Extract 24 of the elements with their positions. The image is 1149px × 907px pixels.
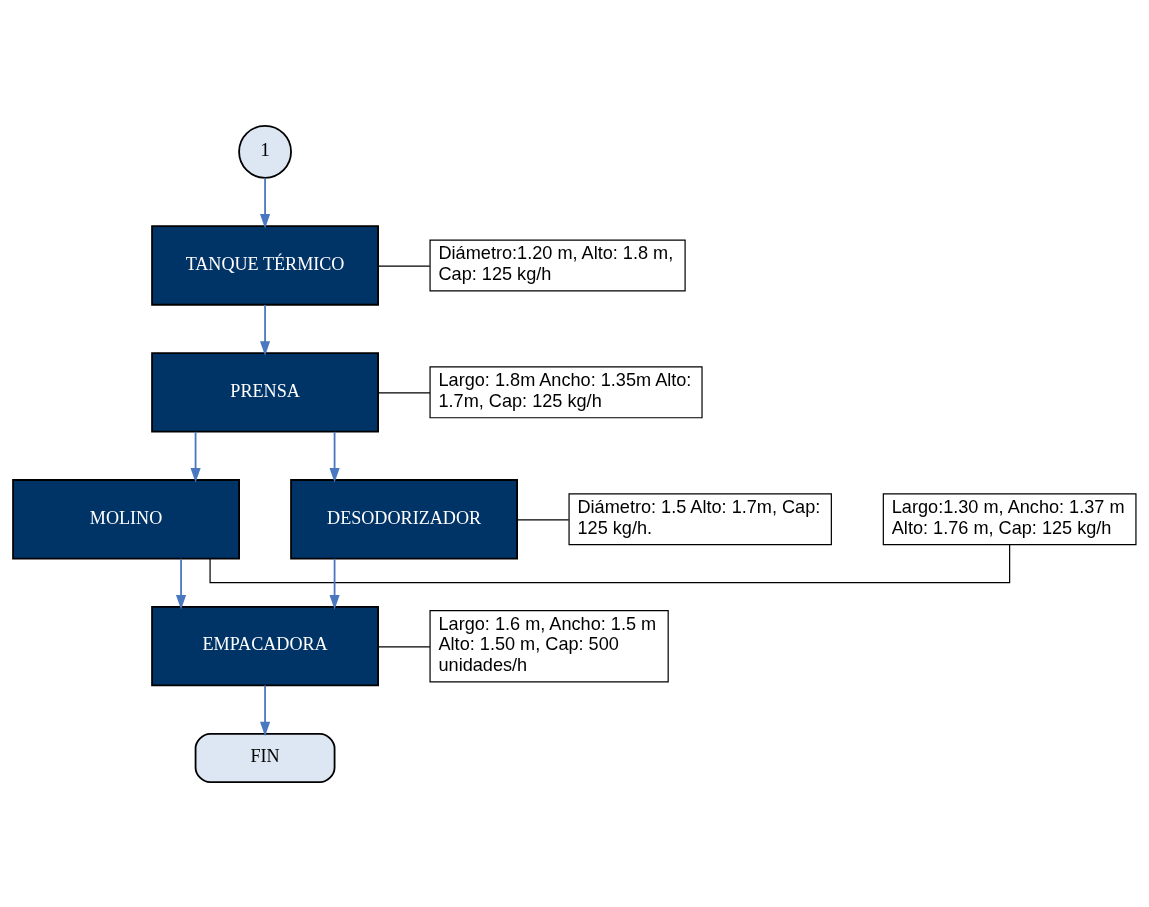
node-box: Diámetro: 1.5 Alto: 1.7m, Cap: 125 kg/h. (568, 492, 832, 545)
node-box: DESODORIZADOR (290, 478, 518, 559)
arrow (190, 430, 201, 483)
connector (209, 543, 1011, 583)
node-box: MOLINO (12, 478, 240, 559)
node-box: PRENSA (151, 351, 379, 433)
arrow (260, 176, 271, 229)
arrow (176, 557, 187, 609)
arrow (329, 430, 340, 483)
arrow (260, 303, 271, 356)
node-circle: 1 (238, 124, 292, 179)
connector (377, 391, 431, 394)
node-box: TANQUE TÉRMICO (151, 224, 379, 306)
connector (516, 518, 570, 520)
node-box: Largo:1.30 m, Ancho: 1.37 m Alto: 1.76 m, Cap: 125 kg/h (882, 492, 1137, 545)
connector (377, 264, 431, 267)
connector (377, 645, 431, 647)
node-box: Largo: 1.8m Ancho: 1.35m Alto: 1.7m, Cap: 125 kg/h (429, 365, 703, 418)
node-box: Diámetro:1.20 m, Alto: 1.8 m, Cap: 125 kg/h (429, 238, 686, 291)
node-box: FIN (194, 732, 336, 783)
arrow (329, 557, 340, 609)
arrow (260, 684, 271, 736)
node-box: Largo: 1.6 m, Ancho: 1.5 m Alto: 1.50 m, Cap: 500 unidades/h (429, 609, 669, 682)
node-box: EMPACADORA (151, 605, 379, 686)
